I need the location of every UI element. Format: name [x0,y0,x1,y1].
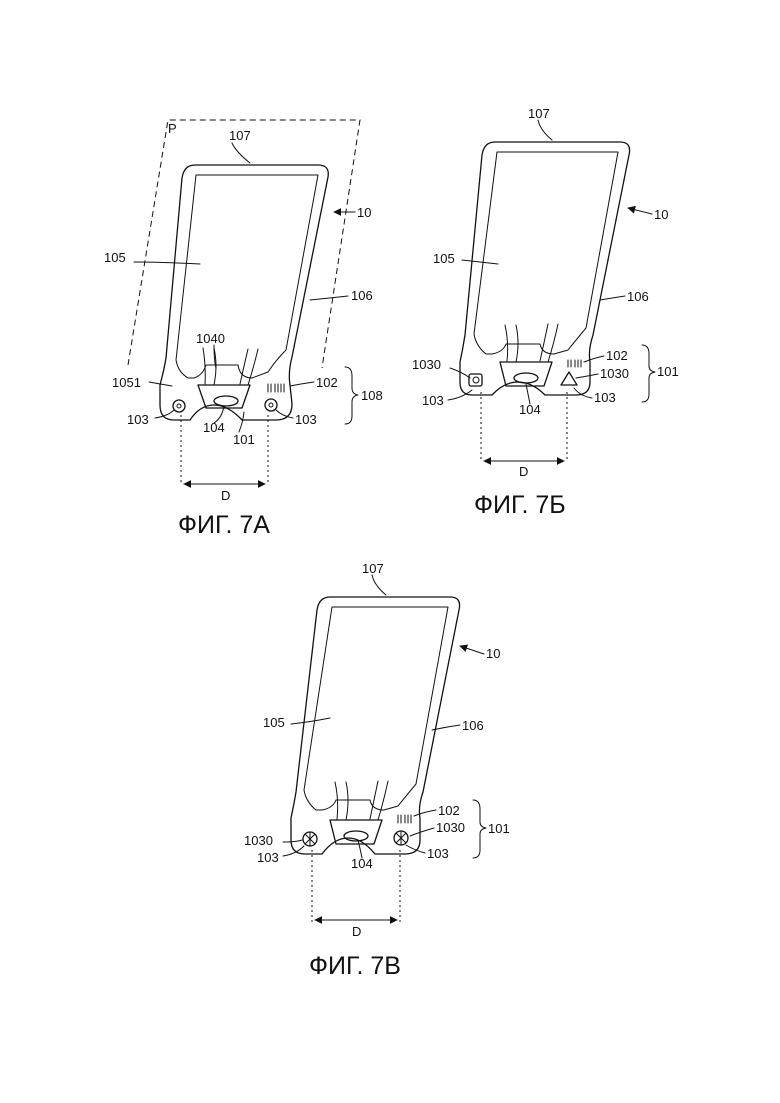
label-101: 101 [657,364,679,379]
spout-weld-lines [203,348,258,385]
label-106: 106 [462,718,484,733]
arrow-10 [460,646,484,654]
label-p: P [168,121,177,136]
leader-104 [526,384,530,404]
label-102: 102 [606,348,628,363]
brace-101 [642,345,655,402]
leader-107 [232,143,250,163]
caption-fig-7b: ФИГ. 7Б [474,491,566,519]
caption-fig-7a: ФИГ. 7А [178,511,270,539]
hanging-hole-left [173,400,185,412]
label-102: 102 [438,803,460,818]
label-105: 105 [433,251,455,266]
brace-101 [473,800,486,858]
label-101: 101 [233,432,255,447]
label-10: 10 [486,646,500,661]
label-103-left: 103 [127,412,149,427]
leader-105 [134,262,200,264]
leader-102 [414,810,436,816]
leader-103-left [283,846,304,856]
plane-p-outline [128,120,360,368]
hanging-hole-right [265,399,277,411]
label-10: 10 [654,207,668,222]
label-106: 106 [351,288,373,303]
leader-1030-right [576,374,598,378]
marking-ticks [398,815,411,823]
triangle-hole-right [561,372,577,385]
leader-102 [584,356,604,362]
label-103-right: 103 [427,846,449,861]
label-102: 102 [316,375,338,390]
label-101: 101 [488,821,510,836]
label-105: 105 [263,715,285,730]
figure-7b: 107 10 105 106 102 1030 1030 101 103 103… [412,106,679,519]
square-hole-left [469,374,482,386]
leader-1030-left [283,840,302,842]
label-1051: 1051 [112,375,141,390]
label-107: 107 [362,561,384,576]
label-104: 104 [519,402,541,417]
leader-107 [538,120,552,140]
marking-ticks [568,360,581,367]
label-d: D [221,488,230,503]
label-1030-left: 1030 [412,357,441,372]
leader-1030-right [410,828,434,836]
leader-107 [372,575,386,595]
label-108: 108 [361,388,383,403]
label-d: D [519,464,528,479]
leader-106 [310,296,348,300]
leader-106 [600,296,625,300]
pouch-inner-panel [176,175,318,378]
figure-7a: P 107 10 105 106 1040 1051 102 108 103 1… [104,120,383,539]
label-107: 107 [229,128,251,143]
label-104: 104 [351,856,373,871]
label-1030-left: 1030 [244,833,273,848]
leader-105 [462,260,498,264]
label-1030-right: 1030 [436,820,465,835]
label-105: 105 [104,250,126,265]
label-104: 104 [203,420,225,435]
label-103-left: 103 [257,850,279,865]
marking-ticks [268,384,284,392]
pouch-outer-outline [160,165,328,420]
figure-7v: 107 10 105 106 102 1030 1030 101 103 103… [244,561,510,980]
caption-fig-7v: ФИГ. 7В [309,952,401,980]
spout-opening [514,373,538,383]
pouch-outer-outline [291,597,460,854]
arrow-10 [628,208,652,214]
spout-opening [214,396,238,406]
pouch-inner-panel [304,607,448,810]
leader-105 [291,718,330,724]
spout-weld-lines [505,324,558,362]
label-107: 107 [528,106,550,121]
leader-101 [239,412,244,432]
leader-102 [290,382,314,386]
label-103-right: 103 [594,390,616,405]
leader-103-right [574,388,592,398]
pouch-outer-outline [460,142,630,395]
label-10: 10 [357,205,371,220]
label-103-left: 103 [422,393,444,408]
label-106: 106 [627,289,649,304]
label-1040: 1040 [196,331,225,346]
label-1030-right: 1030 [600,366,629,381]
pouch-inner-panel [474,152,618,354]
label-103-right: 103 [295,412,317,427]
brace-108 [345,367,358,424]
label-d: D [352,924,361,939]
